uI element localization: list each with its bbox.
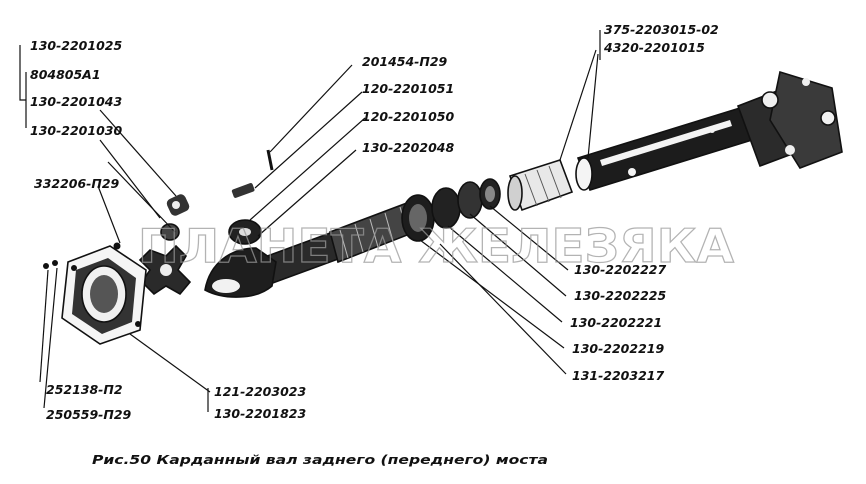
label-130-2201025: 130-2201025 <box>30 38 122 53</box>
lock-plate <box>231 183 255 198</box>
drive-shaft-assembly <box>43 70 843 345</box>
label-130-2202048: 130-2202048 <box>362 140 454 155</box>
label-804805a1: 804805А1 <box>30 67 101 82</box>
seal-ring-3 <box>457 181 483 219</box>
needle-bearing <box>160 223 180 241</box>
label-120-2201051: 120-2201051 <box>362 81 454 96</box>
label-131-2203217: 131-2203217 <box>572 368 664 383</box>
bolt-head <box>113 242 121 250</box>
label-130-2201030: 130-2201030 <box>30 123 122 138</box>
label-121-2203023: 121-2203023 <box>214 384 306 399</box>
label-201454-p29: 201454-П29 <box>362 54 448 69</box>
label-120-2201050: 120-2201050 <box>362 109 454 124</box>
label-375-2203015-02: 375-2203015-02 <box>604 22 719 37</box>
label-130-2202221: 130-2202221 <box>570 315 662 330</box>
leader-lines <box>19 30 601 412</box>
label-332206-p29: 332206-П29 <box>34 176 120 191</box>
label-4320-2201015: 4320-2201015 <box>603 40 705 55</box>
figure-caption: Рис.50 Карданный вал заднего (переднего)… <box>92 453 548 467</box>
label-250559-p29: 250559-П29 <box>46 407 132 422</box>
part-labels: 130-2201025 804805А1 130-2201043 130-220… <box>30 22 719 422</box>
label-130-2202225: 130-2202225 <box>574 288 666 303</box>
shaft-tube <box>576 107 754 191</box>
label-130-2202227: 130-2202227 <box>574 262 666 277</box>
label-130-2201043: 130-2201043 <box>30 94 122 109</box>
label-130-2201823: 130-2201823 <box>214 406 306 421</box>
nut-2 <box>52 260 58 266</box>
label-252138-p2: 252138-П2 <box>46 382 123 397</box>
nut-1 <box>43 263 49 269</box>
grease-fitting <box>266 149 274 171</box>
label-130-2202219: 130-2202219 <box>572 341 664 356</box>
watermark: ПЛАНЕТА ЖЕЛЕЗЯКА <box>138 219 734 273</box>
rear-flange <box>769 70 843 169</box>
